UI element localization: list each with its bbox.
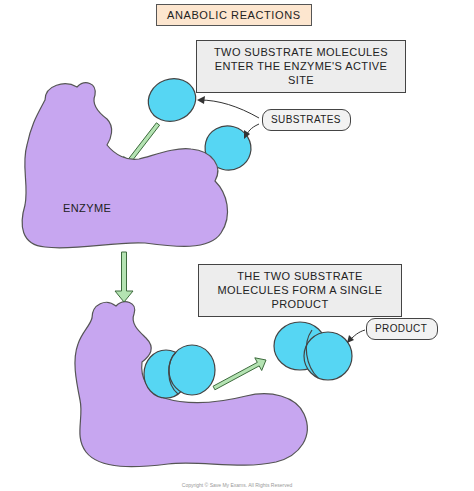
leader-head	[347, 335, 354, 343]
label-text: THE TWO SUBSTRATE MOLECULES FORM A SINGL…	[207, 269, 393, 311]
leader-head	[197, 96, 205, 104]
label-text: SUBSTRATES	[271, 113, 342, 126]
substrate-molecule	[142, 72, 201, 128]
title-box: ANABOLIC REACTIONS	[156, 4, 312, 26]
callout-box: TWO SUBSTRATE MOLECULES ENTER THE ENZYME…	[196, 40, 406, 93]
product-molecule	[304, 332, 352, 380]
label-text: PRODUCT	[375, 322, 429, 335]
process-arrow	[115, 252, 133, 302]
label-text: TWO SUBSTRATE MOLECULES ENTER THE ENZYME…	[205, 45, 397, 87]
enzyme-shape: ENZYME	[15, 75, 235, 255]
substrate-molecule	[169, 345, 215, 395]
leader-head	[244, 130, 250, 139]
substrate-outline	[169, 352, 178, 394]
label-box: SUBSTRATES	[262, 109, 351, 131]
leader-line	[200, 100, 259, 118]
copyright-note: Copyright © Save My Exams. All Rights Re…	[0, 482, 474, 488]
enzyme-label: ENZYME	[63, 202, 111, 214]
enzyme-outline	[15, 75, 235, 255]
callout-box: THE TWO SUBSTRATE MOLECULES FORM A SINGL…	[198, 264, 402, 317]
enzyme-shape	[75, 302, 307, 467]
label-box: PRODUCT	[366, 318, 438, 340]
process-arrow	[213, 358, 266, 390]
product-outline	[306, 330, 318, 378]
